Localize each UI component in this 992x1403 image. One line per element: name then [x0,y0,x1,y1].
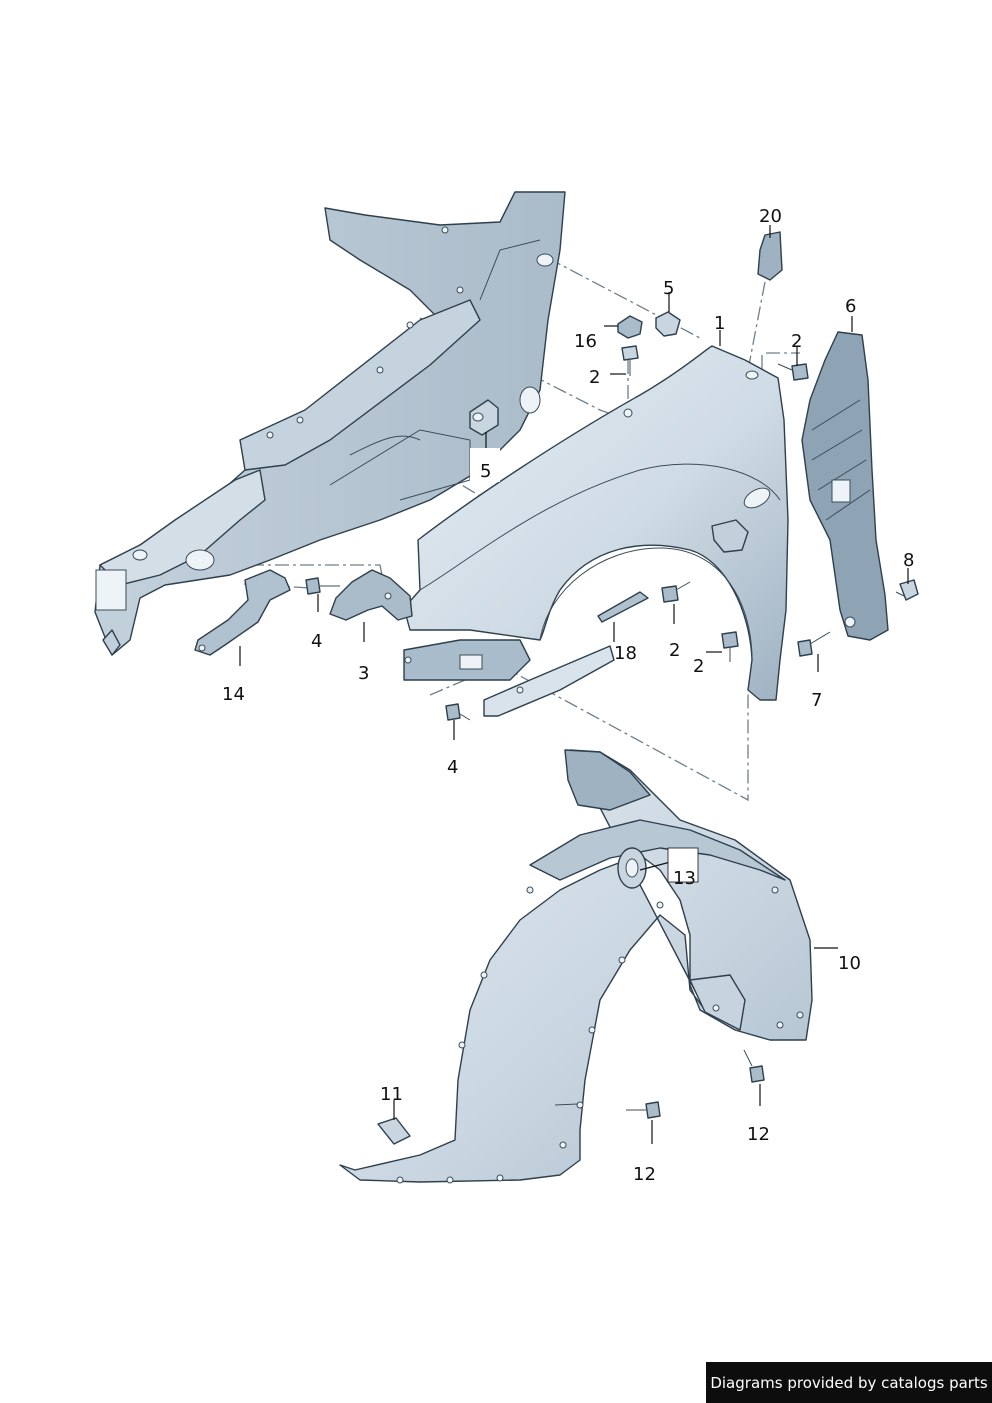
bracket-part-14 [194,569,291,656]
callout-4-lower: 4 [447,757,458,778]
callout-10: 10 [838,953,861,974]
callout-2-mid: 2 [669,640,680,661]
clip-nut-5-body [469,399,499,436]
callout-8: 8 [903,550,914,571]
fasteners [305,311,919,1119]
callout-18: 18 [614,643,637,664]
callout-7: 7 [811,690,822,711]
footer-credit: Diagrams provided by catalogs parts [706,1362,992,1403]
grommet-part-13 [617,847,647,889]
strip-part-18 [597,591,649,623]
callout-11: 11 [380,1084,403,1105]
clip-part-11 [377,1117,411,1145]
callout-5-body: 5 [480,461,491,482]
callout-labels: 20 5 6 1 16 2 2 5 8 4 18 2 2 3 14 7 4 13… [222,206,914,1185]
body-structure [94,191,566,656]
cap-part-20 [757,231,783,281]
trim-panel-part-6 [801,331,889,641]
callout-2-top-left: 2 [589,367,600,388]
callout-1: 1 [714,313,725,334]
leader-lines [239,225,909,1144]
callout-13: 13 [673,868,696,889]
callout-6: 6 [845,296,856,317]
callout-2-lower: 2 [693,656,704,677]
callout-3: 3 [358,663,369,684]
bracket-part-3 [329,569,413,621]
label-bg-13 [667,847,699,883]
callout-12-left: 12 [633,1164,656,1185]
fender-part-1 [403,345,789,701]
label-bg-5b [470,448,500,482]
callout-12-right: 12 [747,1124,770,1145]
callout-5-top: 5 [663,278,674,299]
wheel-arch-liner-part-10 [339,749,813,1184]
callout-14: 14 [222,684,245,705]
callout-20: 20 [759,206,782,227]
callout-2-top-right: 2 [791,331,802,352]
sill-rail [483,645,615,717]
callout-16: 16 [574,331,597,352]
callout-4-left: 4 [311,631,322,652]
